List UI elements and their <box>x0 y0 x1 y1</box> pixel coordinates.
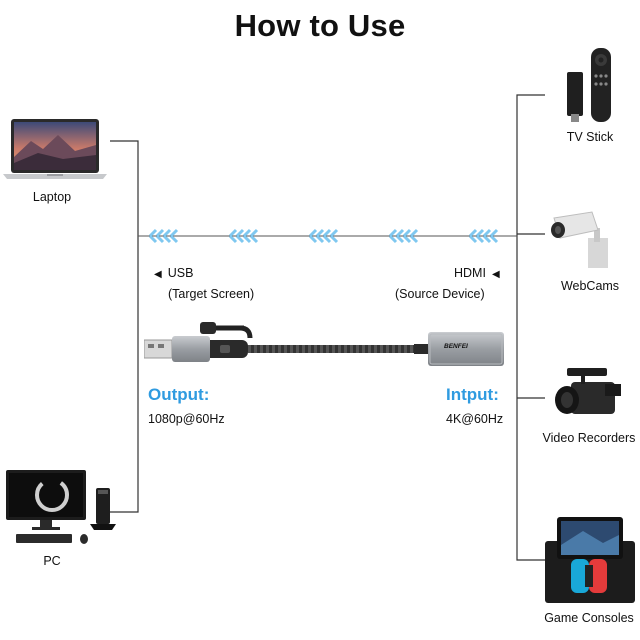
laptop-label: Laptop <box>32 190 72 204</box>
game-console-icon <box>545 517 635 603</box>
right-bracket <box>516 94 545 561</box>
tv-stick-icon <box>567 48 611 122</box>
arrow-left-icon: ◀ <box>154 269 162 280</box>
output-value: 1080p@60Hz <box>148 412 225 426</box>
usb-port-note: (Target Screen) <box>168 287 255 301</box>
flow-arrow-5 <box>468 228 499 244</box>
laptop-icon <box>3 119 107 179</box>
hdmi-port-note: (Source Device) <box>395 287 485 301</box>
pc-label: PC <box>43 554 61 568</box>
flow-arrow-2 <box>228 228 259 244</box>
output-title: Output: <box>148 385 210 404</box>
usb-port-name: USB <box>167 266 194 280</box>
webcams-label: WebCams <box>560 279 620 293</box>
flow-arrows <box>148 228 499 244</box>
flow-arrow-4 <box>388 228 419 244</box>
hdmi-port-label: HDMI ◀ <box>454 266 506 280</box>
page-title: How to Use <box>234 8 406 43</box>
arrow-left-icon: ◀ <box>491 269 500 280</box>
brand-logo: BENFEI <box>444 343 468 350</box>
pc-icon <box>6 470 116 544</box>
webcam-icon <box>551 211 608 268</box>
video-recorders-label: Video Recorders <box>542 431 636 445</box>
video-recorder-icon <box>555 368 621 414</box>
flow-arrow-1 <box>148 228 179 244</box>
capture-adapter-icon: BENFEI <box>144 322 504 366</box>
hdmi-port-name: HDMI <box>454 266 486 280</box>
left-bracket <box>110 140 139 513</box>
tv-stick-label: TV Stick <box>566 130 614 144</box>
input-title: Intput: <box>446 385 499 404</box>
game-consoles-label: Game Consoles <box>544 611 634 625</box>
flow-arrow-3 <box>308 228 339 244</box>
usb-port-label: ◀ USB <box>148 266 193 280</box>
input-value: 4K@60Hz <box>446 412 504 426</box>
